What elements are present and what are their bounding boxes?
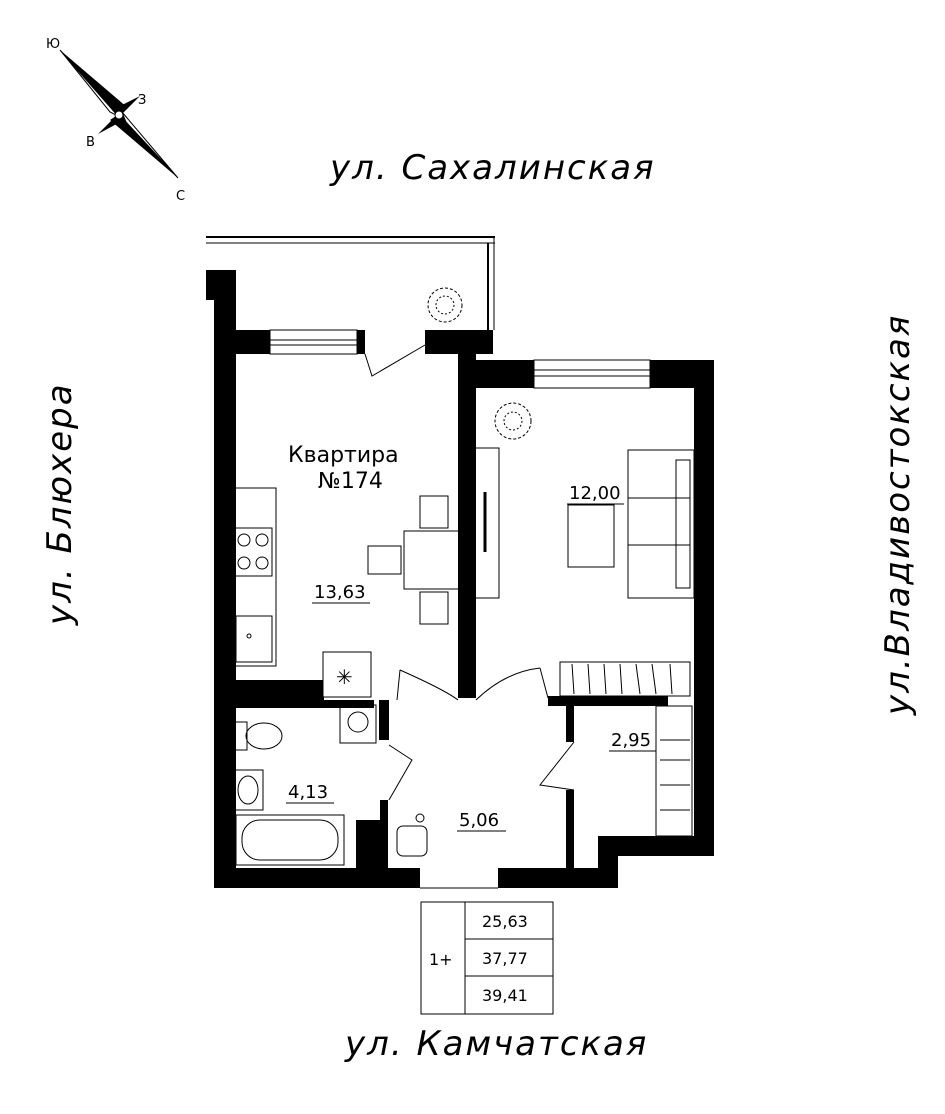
wardrobe-storage [655, 705, 693, 837]
compass-east-label: В [86, 135, 95, 150]
snowflake-icon: ✳ [336, 665, 353, 689]
street-label-bottom: ул. Камчатская [345, 1024, 649, 1064]
fridge: ✳ [322, 651, 372, 698]
living-area: 25,63 [482, 912, 528, 931]
window-kitchen [269, 329, 358, 355]
total-area-with-balcony: 39,41 [482, 986, 528, 1005]
apartment-type: 1+ [429, 950, 453, 969]
room-area-bedroom: 12,00 [569, 483, 621, 504]
compass-icon: Ю З В С [46, 37, 185, 204]
coffee-table [567, 504, 615, 568]
window-bedroom [533, 359, 651, 389]
kitchen-counter [231, 487, 277, 701]
total-area: 37,77 [482, 949, 528, 968]
sofa [627, 449, 695, 599]
tv-stand [468, 447, 500, 599]
dining-table [367, 495, 463, 625]
room-area-storage: 2,95 [611, 730, 651, 751]
wardrobe-bedroom [559, 661, 691, 697]
plant-icon [427, 287, 532, 440]
walls [214, 270, 714, 888]
hall-furniture [396, 813, 428, 857]
doors [364, 344, 575, 889]
apartment-title: Квартира [288, 443, 399, 468]
room-area-kitchen: 13,63 [314, 582, 366, 603]
compass-west-label: З [138, 93, 146, 108]
compass-south-label: Ю [46, 37, 60, 52]
bathroom-fixtures [234, 704, 377, 866]
street-label-top: ул. Сахалинская [330, 148, 656, 188]
room-area-bathroom: 4,13 [288, 782, 328, 803]
room-area-hall: 5,06 [459, 810, 499, 831]
balcony [206, 236, 495, 330]
compass-north-label: С [176, 189, 185, 204]
apartment-number: №174 [318, 469, 383, 494]
